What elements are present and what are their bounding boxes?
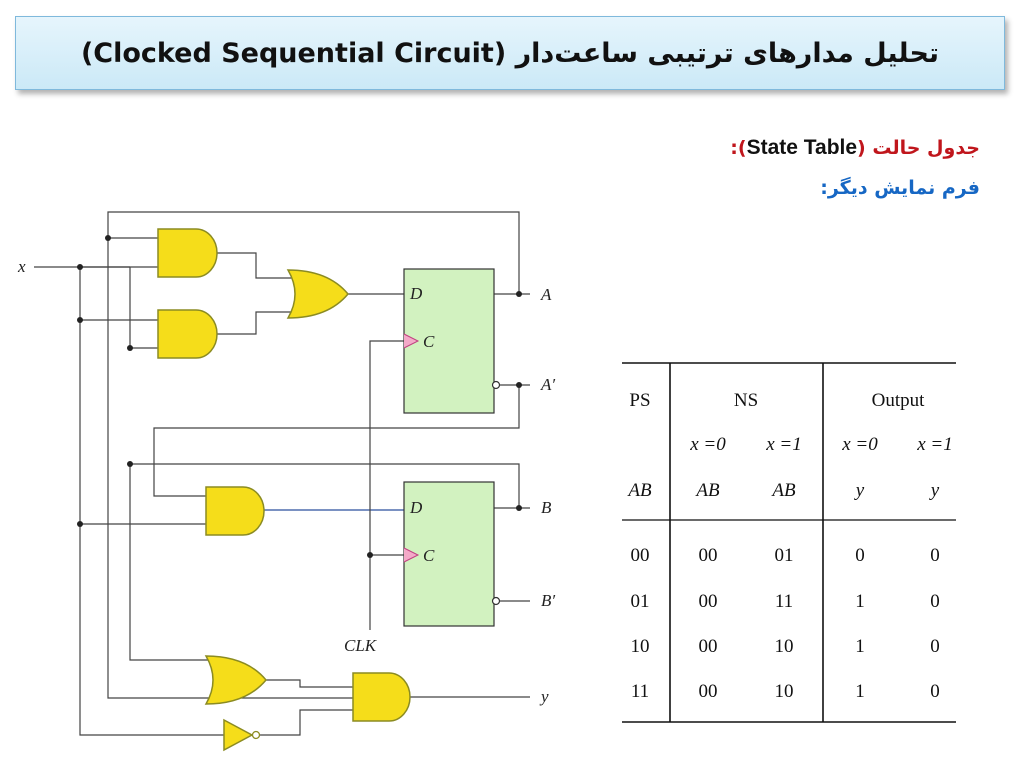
state-table-suffix: ): (730, 137, 747, 159)
clock-label: CLK (344, 636, 378, 655)
var-out-y-x1: y (929, 480, 940, 501)
cell: 1 (855, 636, 865, 657)
cell: 00 (699, 591, 718, 612)
output-b-prime-label: B′ (541, 591, 555, 610)
not-gate (223, 718, 254, 752)
circuit-diagram: D C D C x A A′ B B′ y CLK (17, 211, 555, 752)
var-ps-ab: AB (626, 480, 652, 501)
qn-bubble-a (491, 380, 501, 390)
cell: 0 (930, 681, 940, 702)
cell: 00 (631, 545, 650, 566)
table-row: 00 00 01 0 0 (631, 545, 940, 566)
clock-triangle-b (403, 547, 420, 563)
table-row: 11 00 10 1 0 (631, 681, 940, 702)
output-a-label: A (540, 285, 552, 304)
state-table-heading: جدول حالت (State Table): (730, 136, 980, 160)
subheader-out-x0: x =0 (841, 434, 878, 455)
and-gate-output (352, 672, 411, 722)
header-output: Output (872, 390, 926, 411)
cell: 1 (855, 591, 865, 612)
ff-b-c-pin: C (423, 546, 435, 565)
table-row: 01 00 11 1 0 (631, 591, 940, 612)
cell: 1 (855, 681, 865, 702)
state-table-prefix: جدول حالت ( (857, 137, 980, 159)
cell: 0 (930, 545, 940, 566)
var-ns-ab-x0: AB (694, 480, 720, 501)
header-ps: PS (629, 390, 650, 411)
junction-dots (77, 235, 522, 558)
cell: 00 (699, 681, 718, 702)
table-row: 10 00 10 1 0 (631, 636, 940, 657)
cell: 01 (631, 591, 650, 612)
or-gate-1 (286, 269, 349, 319)
subheader-ns-x0: x =0 (689, 434, 726, 455)
alternate-form-label: فرم نمایش دیگر: (820, 177, 980, 199)
cell: 0 (855, 545, 865, 566)
input-x-label: x (17, 257, 26, 276)
subheader-ns-x1: x =1 (765, 434, 802, 455)
ff-a-c-pin: C (423, 332, 435, 351)
cell: 11 (631, 681, 649, 702)
output-a-prime-label: A′ (540, 375, 555, 394)
title-bar: تحلیل مدارهای ترتیبی ساعت‌دار (Clocked S… (15, 16, 1005, 90)
slide-title: تحلیل مدارهای ترتیبی ساعت‌دار (Clocked S… (80, 37, 940, 69)
qn-bubble-b (491, 596, 501, 606)
cell: 00 (699, 545, 718, 566)
cell: 0 (930, 591, 940, 612)
subheader-out-x1: x =1 (916, 434, 953, 455)
and-gate-3 (205, 486, 265, 536)
table-rules (622, 362, 956, 723)
and-gate-1 (157, 228, 218, 278)
var-ns-ab-x1: AB (770, 480, 796, 501)
cell: 11 (775, 591, 793, 612)
output-b-label: B (541, 498, 552, 517)
inverter-bubble (251, 730, 261, 740)
cell: 01 (775, 545, 794, 566)
cell: 10 (775, 636, 794, 657)
ff-b-d-pin: D (409, 498, 423, 517)
state-table: PS NS Output x =0 x =1 x =0 x =1 AB AB A… (622, 362, 956, 723)
state-table-english: State Table (746, 136, 858, 159)
cell: 10 (631, 636, 650, 657)
ff-a-d-pin: D (409, 284, 423, 303)
output-y-label: y (539, 687, 549, 706)
cell: 0 (930, 636, 940, 657)
and-gate-2 (157, 309, 218, 359)
cell: 10 (775, 681, 794, 702)
header-ns: NS (734, 390, 758, 411)
var-out-y-x0: y (854, 480, 865, 501)
flip-flop-b (403, 481, 495, 627)
clock-triangle-a (403, 333, 420, 349)
or-gate-2 (204, 655, 267, 705)
cell: 00 (699, 636, 718, 657)
